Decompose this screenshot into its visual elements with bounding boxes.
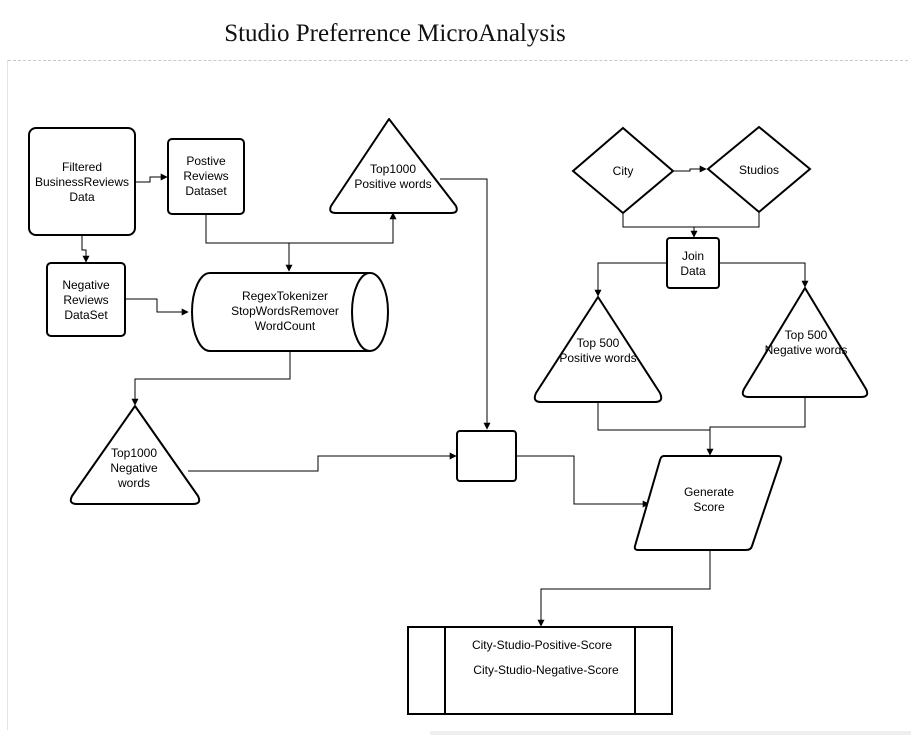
- node-negative-dataset-label-1: Negative: [62, 278, 110, 292]
- node-output-label-1: City-Studio-Positive-Score: [472, 638, 612, 652]
- edge-studios-to-join: [694, 212, 760, 228]
- edge-positive-dataset-to-pipeline: [205, 214, 293, 272]
- node-join-label-1: Join: [682, 249, 704, 263]
- node-top1000-negative-label-2: Negative: [110, 461, 158, 475]
- node-pipeline-label-3: WordCount: [255, 319, 316, 333]
- node-output-label-2: City-Studio-Negative-Score: [473, 663, 619, 677]
- node-top1000-negative-label-1: Top1000: [111, 446, 157, 460]
- edge-filtered-to-positive-dataset: [135, 173, 168, 183]
- node-top1000-negative-words: Top1000 Negative words: [69, 405, 201, 505]
- node-positive-dataset-label-1: Postive: [186, 154, 226, 168]
- node-top500-positive-label-1: Top 500: [577, 336, 620, 350]
- edge-top500-negative-to-score: [706, 397, 806, 456]
- node-pipeline-label-2: StopWordsRemover: [231, 304, 339, 318]
- node-top1000-positive-label-2: Positive words: [354, 177, 431, 191]
- node-pipeline-label-1: RegexTokenizer: [242, 289, 328, 303]
- node-top1000-positive-label-1: Top1000: [370, 162, 416, 176]
- node-top500-positive-label-2: Positive words: [559, 351, 636, 365]
- node-top500-positive-words: Top 500 Positive words: [533, 296, 663, 403]
- node-positive-dataset-label-2: Reviews: [183, 169, 228, 183]
- edge-top500-positive-to-score: [597, 402, 710, 431]
- edge-filtered-to-negative-dataset: [81, 235, 90, 263]
- edge-top1000-positive-to-merge: [440, 178, 491, 430]
- node-generate-score-label-2: Score: [693, 500, 725, 514]
- node-filtered-label-3: Data: [69, 190, 95, 204]
- node-studios: Studios: [706, 125, 812, 214]
- edge-top1000-negative-to-merge: [188, 452, 457, 472]
- node-filtered-label-1: Filtered: [62, 160, 102, 174]
- edge-city-to-join: [622, 213, 698, 238]
- node-output-scores: City-Studio-Positive-Score City-Studio-N…: [407, 626, 673, 715]
- edge-join-to-top500-negative: [719, 262, 809, 288]
- edge-pipeline-to-top1000-positive: [289, 212, 397, 244]
- node-top1000-positive-words: Top1000 Positive words: [329, 118, 458, 214]
- page-title: Studio Preferrence MicroAnalysis: [224, 20, 566, 47]
- node-negative-dataset-label-2: Reviews: [63, 293, 108, 307]
- title-divider: [8, 60, 908, 61]
- node-generate-score: Generate Score: [633, 455, 783, 551]
- edge-city-to-studios: [673, 165, 707, 173]
- connectors: [81, 165, 809, 627]
- edge-score-to-output: [537, 550, 711, 627]
- node-negative-reviews-dataset: Negative Reviews DataSet: [46, 262, 126, 337]
- node-join-data: Join Data: [666, 237, 720, 289]
- edge-merge-to-score: [516, 455, 650, 508]
- edge-join-to-top500-positive: [594, 262, 667, 297]
- node-studios-label: Studios: [739, 163, 779, 177]
- node-text-pipeline: RegexTokenizer StopWordsRemover WordCoun…: [191, 272, 389, 352]
- node-top500-negative-words: Top 500 Negative words: [741, 287, 869, 398]
- node-city: City: [571, 126, 675, 215]
- node-top500-negative-label-1: Top 500: [785, 328, 828, 342]
- node-filtered-label-2: BusinessReviews: [35, 175, 129, 189]
- node-filtered-business-reviews: Filtered BusinessReviews Data: [28, 127, 136, 236]
- canvas-bottom-bar: [430, 731, 911, 735]
- edge-negative-dataset-to-pipeline: [125, 298, 189, 316]
- canvas-left-border: [7, 60, 8, 730]
- node-top500-negative-label-2: Negative words: [765, 343, 848, 357]
- node-top1000-negative-label-3: words: [117, 476, 150, 490]
- node-negative-dataset-label-3: DataSet: [64, 308, 108, 322]
- node-positive-dataset-label-3: Dataset: [185, 184, 227, 198]
- node-merge: [456, 430, 517, 482]
- edge-pipeline-to-top1000-negative: [131, 351, 291, 406]
- node-city-label: City: [613, 164, 634, 178]
- node-positive-reviews-dataset: Postive Reviews Dataset: [167, 138, 245, 215]
- node-generate-score-label-1: Generate: [684, 485, 734, 499]
- node-join-label-2: Data: [680, 264, 706, 278]
